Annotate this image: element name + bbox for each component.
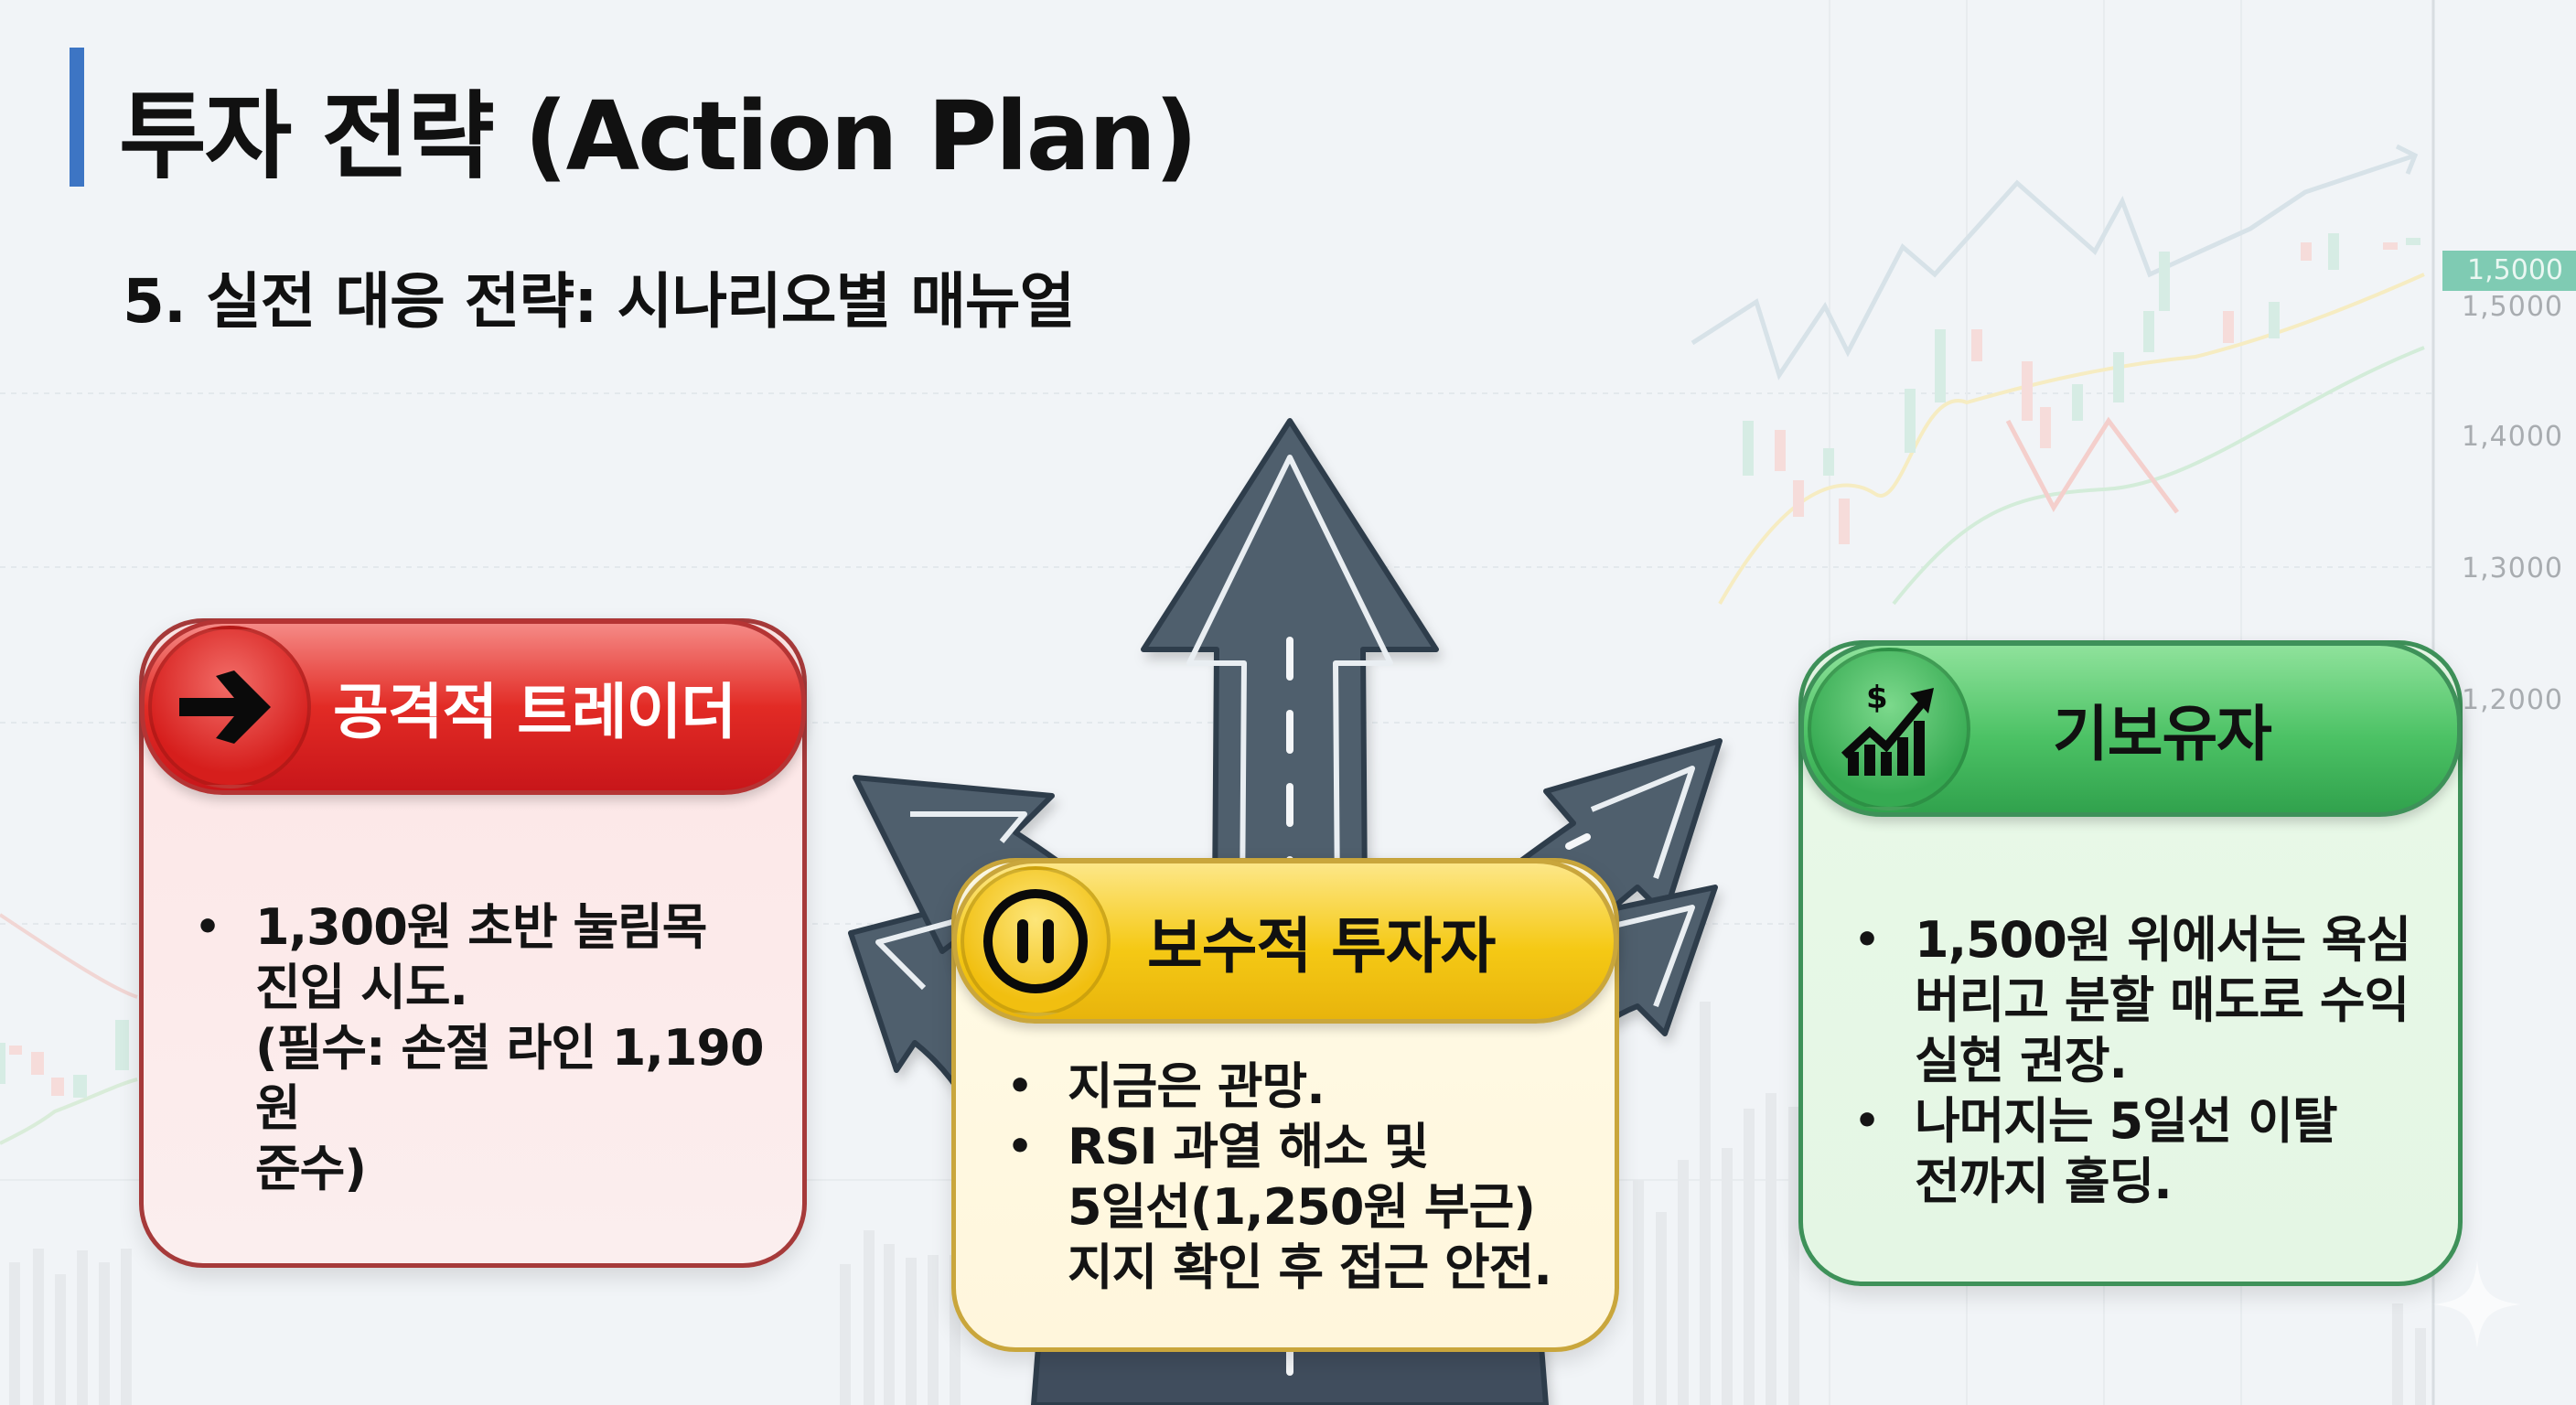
bullet-item: • 지금은 관망. <box>1007 1056 1578 1117</box>
bullet-dot: • <box>1854 917 1880 963</box>
axis-label-1300: 1,3000 <box>2462 552 2563 585</box>
card-title-holder: 기보유자 <box>2053 699 2272 769</box>
bullet-text: 1,500원 위에서는 욕심 버리고 분할 매도로 수익 실현 권장. <box>1915 911 2411 1089</box>
bullet-text: 지금은 관망. <box>1068 1057 1326 1115</box>
current-price-label: 1,5000 <box>2442 251 2576 291</box>
axis-label-1200: 1,2000 <box>2462 684 2563 716</box>
page-subtitle: 5. 실전 대응 전략: 시나리오별 매뉴얼 <box>123 266 1075 337</box>
bullet-dot: • <box>1007 1063 1033 1110</box>
axis-label-1500: 1,5000 <box>2462 291 2563 323</box>
card-body-conservative: • 지금은 관망. • RSI 과열 해소 및 5일선(1,250원 부근) 지… <box>1007 1056 1578 1298</box>
card-body-aggressive: • 1,300원 초반 눌림목 진입 시도. (필수: 손절 라인 1,190원… <box>195 897 766 1199</box>
bullet-text: RSI 과열 해소 및 5일선(1,250원 부근) 지지 확인 후 접근 안전… <box>1068 1118 1552 1296</box>
scenario-card-aggressive-trader: 공격적 트레이더 • 1,300원 초반 눌림목 진입 시도. (필수: 손절 … <box>139 618 807 1268</box>
card-title-conservative: 보수적 투자자 <box>1147 911 1496 981</box>
arrow-right-icon <box>148 626 311 788</box>
card-body-holder: • 1,500원 위에서는 욕심 버리고 분할 매도로 수익 실현 권장. • … <box>1854 910 2421 1212</box>
dollar-growth-chart-icon: $ <box>1808 648 1970 810</box>
pause-icon <box>961 866 1111 1016</box>
page-title: 투자 전략 (Action Plan) <box>119 80 1197 192</box>
bullet-dot: • <box>195 904 220 950</box>
card-title-aggressive: 공격적 트레이더 <box>333 677 736 747</box>
bullet-text: 1,300원 초반 눌림목 진입 시도. (필수: 손절 라인 1,190원 준… <box>255 898 765 1197</box>
bullet-item: • 나머지는 5일선 이탈 전까지 홀딩. <box>1854 1091 2421 1212</box>
bullet-item: • 1,300원 초반 눌림목 진입 시도. (필수: 손절 라인 1,190원… <box>195 897 766 1199</box>
bullet-dot: • <box>1854 1098 1880 1144</box>
title-accent-bar <box>70 48 84 187</box>
card-header-holder: $ 기보유자 <box>1799 641 2462 817</box>
bullet-item: • 1,500원 위에서는 욕심 버리고 분할 매도로 수익 실현 권장. <box>1854 910 2421 1091</box>
bullet-text: 나머지는 5일선 이탈 전까지 홀딩. <box>1915 1092 2338 1210</box>
bullet-item: • RSI 과열 해소 및 5일선(1,250원 부근) 지지 확인 후 접근 … <box>1007 1117 1578 1298</box>
card-header-conservative: 보수적 투자자 <box>952 859 1618 1024</box>
scenario-card-existing-holder: $ 기보유자 • 1,500원 위에서는 욕심 버리고 분할 매도로 수익 실현… <box>1798 640 2463 1286</box>
axis-label-1400: 1,4000 <box>2462 421 2563 453</box>
sparkle-watermark-icon <box>2433 1260 2521 1348</box>
scenario-card-conservative-investor: 보수적 투자자 • 지금은 관망. • RSI 과열 해소 및 5일선(1,25… <box>951 858 1619 1352</box>
price-axis: 1,5000 1,5000 1,4000 1,3000 1,2000 <box>2442 0 2576 1405</box>
card-header-aggressive: 공격적 트레이더 <box>140 619 806 795</box>
bullet-dot: • <box>1007 1123 1033 1170</box>
svg-text:$: $ <box>1866 680 1888 716</box>
